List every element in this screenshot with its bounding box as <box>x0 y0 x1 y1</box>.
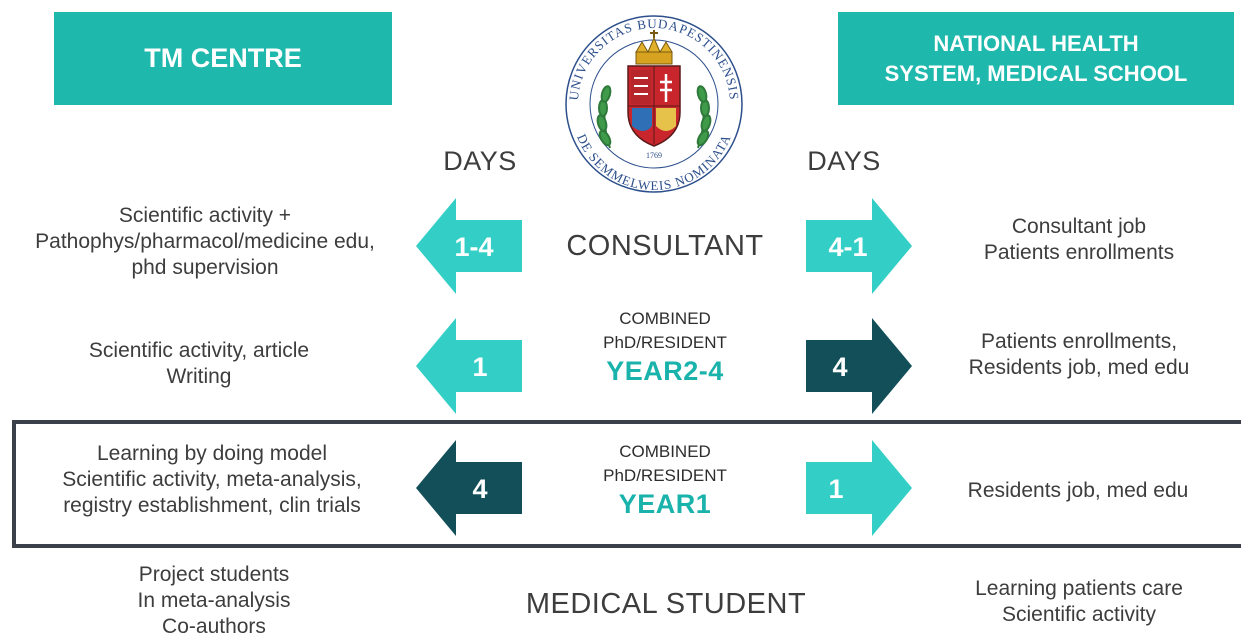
consultant-left-arrow-label: 1-4 <box>454 232 493 262</box>
student-right-activities: Learning patients care Scientific activi… <box>920 576 1238 628</box>
student-right-line: Learning patients care <box>975 577 1183 600</box>
consultant-left-line: Scientific activity + <box>118 204 292 227</box>
year1-left-activities: Learning by doing model Scientific activ… <box>22 441 402 519</box>
consultant-left-line: phd supervision <box>131 256 279 279</box>
student-right-line: Scientific activity <box>1001 603 1157 626</box>
consultant-right-activities: Consultant job Patients enrollments <box>920 214 1238 266</box>
student-left-activities: Project students In meta-analysis Co-aut… <box>14 562 414 640</box>
year1-right-arrow: 1 <box>806 440 912 536</box>
medical-student-role-label: MEDICAL STUDENT <box>525 588 807 620</box>
year1-left-line: Learning by doing model <box>97 442 327 465</box>
coat-of-arms-icon <box>627 65 681 147</box>
national-health-header: NATIONAL HEALTH SYSTEM, MEDICAL SCHOOL <box>838 12 1234 105</box>
year1-left-arrow-label: 4 <box>472 474 487 504</box>
year2-4-role: COMBINED PhD/RESIDENT YEAR2-4 <box>570 307 760 387</box>
year2-4-year-label: YEAR2-4 <box>606 356 724 386</box>
national-health-title-line1: NATIONAL HEALTH <box>933 30 1139 56</box>
consultant-left-activities: Scientific activity + Pathophys/pharmaco… <box>0 203 410 281</box>
national-health-title-line2: SYSTEM, MEDICAL SCHOOL <box>884 60 1188 86</box>
year1-highlight-frame <box>12 420 1241 548</box>
crown-icon <box>635 30 673 65</box>
year2-4-right-line: Residents job, med edu <box>968 356 1190 379</box>
year1-role: COMBINED PhD/RESIDENT YEAR1 <box>570 440 760 520</box>
student-left-line: Co-authors <box>162 615 266 638</box>
year1-left-line: Scientific activity, meta-analysis, <box>62 468 362 491</box>
year1-left-arrow: 4 <box>416 440 522 536</box>
consultant-left-arrow: 1-4 <box>416 198 522 294</box>
consultant-right-arrow-label: 4-1 <box>828 232 867 262</box>
laurel-icon <box>596 85 712 149</box>
days-label-left: DAYS <box>443 146 517 176</box>
year2-4-left-line: Scientific activity, article <box>88 339 310 362</box>
consultant-left-line: Pathophys/pharmacol/medicine edu, <box>35 230 375 253</box>
year1-phd-resident-label: PhD/RESIDENT <box>603 466 727 485</box>
consultant-right-line: Consultant job <box>1011 215 1147 238</box>
tm-centre-title: TM CENTRE <box>144 43 302 73</box>
year1-year-label: YEAR1 <box>618 489 712 519</box>
year1-right-arrow-label: 1 <box>828 474 843 504</box>
consultant-role-label: CONSULTANT <box>566 230 764 262</box>
year1-left-line: registry establishment, clin trials <box>63 494 361 517</box>
student-left-line: Project students <box>138 563 290 586</box>
tm-centre-header: TM CENTRE <box>54 12 392 105</box>
year2-4-right-arrow-label: 4 <box>832 352 847 382</box>
year2-4-left-activities: Scientific activity, article Writing <box>0 338 398 390</box>
year2-4-left-line: Writing <box>166 365 232 388</box>
year2-4-phd-resident-label: PhD/RESIDENT <box>603 333 727 352</box>
year2-4-left-arrow-label: 1 <box>472 352 487 382</box>
consultant-right-line: Patients enrollments <box>983 241 1175 264</box>
consultant-right-arrow: 4-1 <box>806 198 912 294</box>
year2-4-right-arrow: 4 <box>806 318 912 414</box>
student-left-line: In meta-analysis <box>137 589 291 612</box>
semmelweis-seal-logo: UNIVERSITAS BUDAPESTINENSIS DE SEMMELWEI… <box>565 15 743 193</box>
year2-4-right-line: Patients enrollments, <box>980 330 1178 353</box>
year2-4-combined-label: COMBINED <box>619 309 711 328</box>
year1-right-line: Residents job, med edu <box>967 479 1189 502</box>
year1-combined-label: COMBINED <box>619 442 711 461</box>
year1-right-activities: Residents job, med edu <box>928 478 1228 504</box>
days-label-right: DAYS <box>807 146 881 176</box>
seal-year: 1769 <box>646 151 662 160</box>
year2-4-left-arrow: 1 <box>416 318 522 414</box>
year2-4-right-activities: Patients enrollments, Residents job, med… <box>920 329 1238 381</box>
